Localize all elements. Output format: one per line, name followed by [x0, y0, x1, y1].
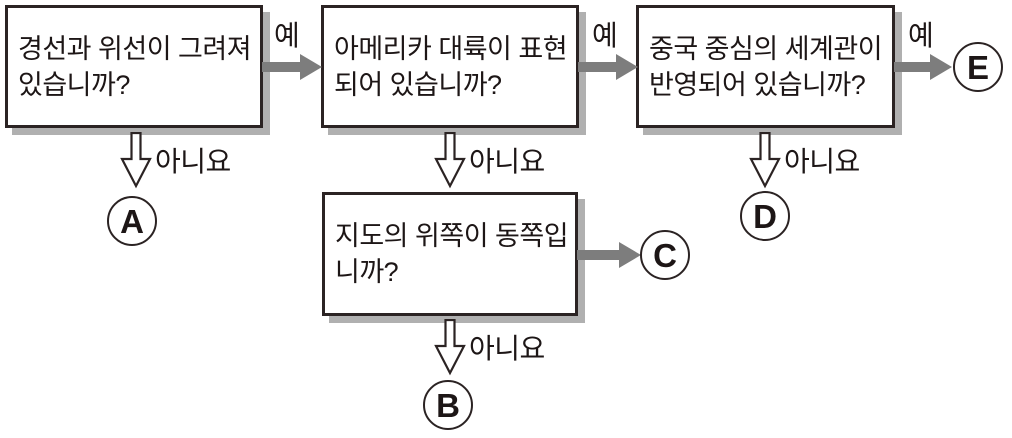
terminal-d-label: D	[753, 197, 777, 235]
no-label-q3: 아니요	[784, 146, 860, 177]
question-box-1: 경선과 위선이 그려져 있습니까?	[5, 5, 263, 128]
question-3-line-1: 중국 중심의 세계관이	[649, 33, 883, 64]
terminal-c: C	[640, 230, 690, 280]
terminal-b: B	[423, 380, 473, 430]
yes-arrow-icon-q3-to-e	[894, 54, 952, 80]
yes-arrow-icon-q2-to-q3	[578, 54, 638, 80]
question-4-line-1: 지도의 위쪽이 동쪽입	[335, 221, 569, 251]
no-label-q1: 아니요	[155, 146, 231, 177]
question-1-line-1: 경선과 위선이 그려져	[18, 33, 252, 64]
terminal-a: A	[107, 196, 157, 246]
question-2-line-1: 아메리카 대륙이 표현	[334, 33, 568, 64]
no-arrow-icon-q2-to-q4	[434, 132, 466, 189]
terminal-d: D	[740, 191, 790, 241]
question-4-line-2: 니까?	[335, 257, 399, 287]
arrow-icon-q4-to-c	[577, 242, 641, 268]
no-arrow-icon-q4-to-b	[434, 319, 466, 376]
yes-label-q2-q3: 예	[592, 20, 618, 51]
terminal-e: E	[953, 42, 1003, 92]
terminal-e-label: E	[966, 48, 989, 86]
question-3-line-2: 반영되어 있습니까?	[649, 69, 866, 100]
terminal-c-label: C	[653, 236, 677, 274]
yes-label-q3-e: 예	[908, 20, 934, 51]
no-arrow-icon-q3-to-d	[749, 132, 781, 189]
question-1-line-2: 있습니까?	[18, 69, 130, 100]
yes-arrow-icon-q1-to-q2	[262, 54, 322, 80]
no-label-q2: 아니요	[469, 146, 545, 177]
question-box-3: 중국 중심의 세계관이 반영되어 있습니까?	[636, 5, 895, 128]
question-2-line-2: 되어 있습니까?	[334, 69, 502, 100]
no-label-q4: 아니요	[469, 333, 545, 364]
question-box-4: 지도의 위쪽이 동쪽입 니까?	[322, 192, 578, 316]
yes-label-q1-q2: 예	[274, 20, 300, 51]
question-box-2: 아메리카 대륙이 표현 되어 있습니까?	[321, 5, 579, 128]
no-arrow-icon-q1-to-a	[120, 132, 152, 189]
terminal-b-label: B	[436, 386, 460, 424]
terminal-a-label: A	[120, 202, 144, 240]
